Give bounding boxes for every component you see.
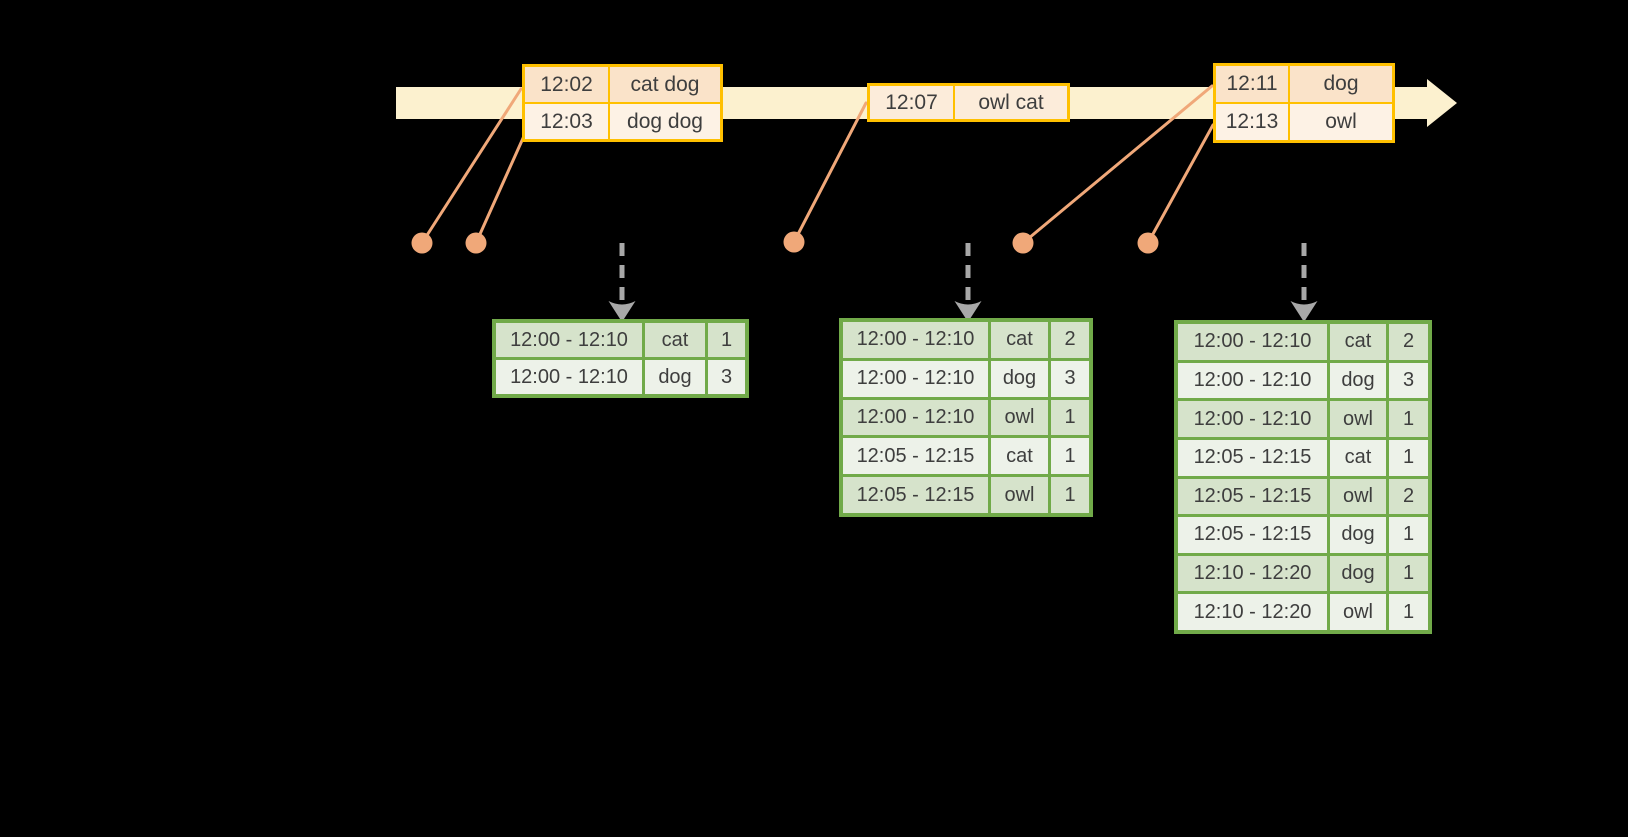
result-word: dog — [645, 360, 705, 394]
result-word: dog — [1330, 517, 1386, 553]
event-dot-icon — [1137, 232, 1159, 254]
result-word: dog — [991, 360, 1048, 397]
event-table-2: 12:07 owl cat — [867, 83, 1070, 122]
result-count: 1 — [1389, 594, 1428, 630]
event-connector-line — [474, 134, 526, 245]
trigger-arrow-icon — [954, 243, 982, 322]
result-window: 12:00 - 12:10 — [1178, 362, 1327, 399]
result-table-3: 12:00 - 12:10 cat 2 12:00 - 12:10 dog 3 … — [1174, 320, 1432, 634]
result-word: owl — [1330, 478, 1386, 515]
event-words: owl — [1290, 104, 1392, 140]
result-word: owl — [991, 477, 1048, 513]
event-time: 12:02 — [525, 67, 608, 102]
event-dot-icon — [411, 232, 433, 254]
event-words: cat dog — [610, 67, 720, 102]
result-window: 12:05 - 12:15 — [1178, 517, 1327, 553]
trigger-arrow-icon — [608, 243, 636, 322]
result-count: 1 — [1389, 401, 1428, 437]
event-time: 12:11 — [1216, 66, 1288, 102]
result-word: owl — [991, 399, 1048, 436]
event-table-3: 12:11 dog 12:13 owl — [1213, 63, 1395, 143]
result-window: 12:00 - 12:10 — [843, 399, 988, 436]
event-dot-icon — [1012, 232, 1034, 254]
result-word: cat — [991, 322, 1048, 358]
result-word: owl — [1330, 401, 1386, 437]
event-dot-icon — [465, 232, 487, 254]
result-word: dog — [1330, 362, 1386, 399]
result-word: owl — [1330, 594, 1386, 630]
event-time: 12:07 — [870, 86, 953, 119]
result-window: 12:00 - 12:10 — [496, 360, 642, 394]
result-word: cat — [645, 323, 705, 357]
result-count: 1 — [1389, 555, 1428, 592]
result-window: 12:10 - 12:20 — [1178, 555, 1327, 592]
result-window: 12:05 - 12:15 — [843, 477, 988, 513]
event-time: 12:03 — [525, 104, 608, 139]
trigger-arrow-head — [1290, 301, 1318, 322]
event-dot-icon — [783, 231, 805, 253]
result-window: 12:00 - 12:10 — [1178, 324, 1327, 360]
result-window: 12:00 - 12:10 — [843, 322, 988, 358]
result-count: 2 — [1389, 478, 1428, 515]
result-table-2: 12:00 - 12:10 cat 2 12:00 - 12:10 dog 3 … — [839, 318, 1093, 517]
event-words: dog dog — [610, 104, 720, 139]
result-count: 1 — [1389, 439, 1428, 476]
trigger-arrow-icon — [1290, 243, 1318, 322]
result-count: 3 — [1051, 360, 1089, 397]
result-count: 3 — [1389, 362, 1428, 399]
result-count: 3 — [708, 360, 745, 394]
timeline-arrow-head-icon — [1427, 79, 1457, 127]
result-word: dog — [1330, 555, 1386, 592]
result-window: 12:00 - 12:10 — [496, 323, 642, 357]
result-count: 2 — [1051, 322, 1089, 358]
event-words: owl cat — [955, 86, 1067, 119]
result-count: 1 — [708, 323, 745, 357]
result-window: 12:05 - 12:15 — [1178, 439, 1327, 476]
result-count: 1 — [1051, 399, 1089, 436]
result-window: 12:05 - 12:15 — [843, 438, 988, 475]
result-word: cat — [1330, 324, 1386, 360]
event-time: 12:13 — [1216, 104, 1288, 140]
result-word: cat — [1330, 439, 1386, 476]
result-word: cat — [991, 438, 1048, 475]
result-table-1: 12:00 - 12:10 cat 1 12:00 - 12:10 dog 3 — [492, 319, 749, 398]
result-window: 12:00 - 12:10 — [1178, 401, 1327, 437]
result-count: 2 — [1389, 324, 1428, 360]
result-window: 12:00 - 12:10 — [843, 360, 988, 397]
result-count: 1 — [1051, 438, 1089, 475]
result-count: 1 — [1389, 517, 1428, 553]
result-window: 12:05 - 12:15 — [1178, 478, 1327, 515]
result-count: 1 — [1051, 477, 1089, 513]
event-connector-line — [1146, 123, 1215, 245]
event-table-1: 12:02 cat dog 12:03 dog dog — [522, 64, 723, 142]
result-window: 12:10 - 12:20 — [1178, 594, 1327, 630]
event-connector-line — [792, 101, 868, 244]
event-words: dog — [1290, 66, 1392, 102]
